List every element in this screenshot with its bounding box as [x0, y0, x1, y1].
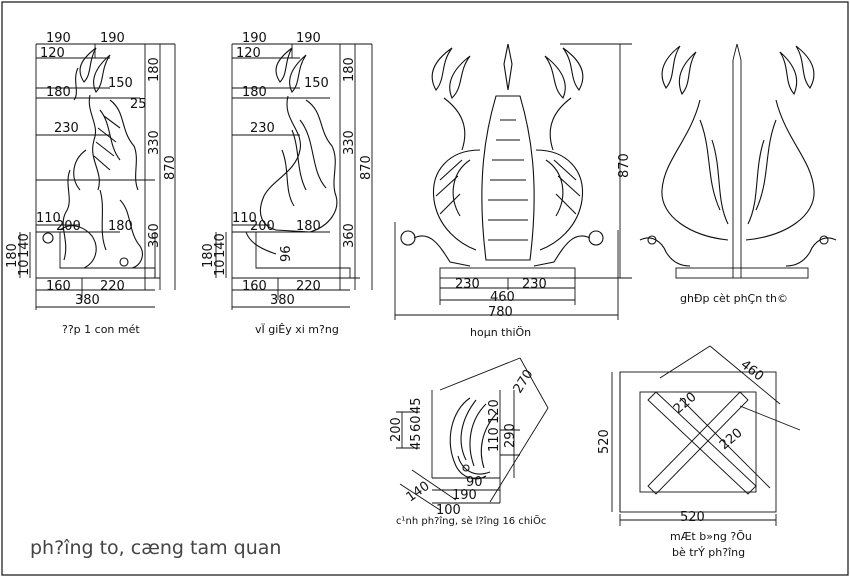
dim-150: 150: [108, 76, 133, 91]
dim-870-vertical: 870: [163, 155, 178, 180]
wing-ornament: [449, 397, 497, 480]
figure-finished-assembly: 870 230 230 460 780 hoµn thiÖn: [394, 43, 632, 339]
caption-fig2: vÏ giÊy xi m?ng: [255, 323, 339, 336]
dim6-520-vertical: 520: [597, 429, 612, 454]
dim-140-vertical: 140: [17, 233, 32, 258]
dim2-180-vertical: 180: [342, 57, 357, 82]
dim2-180-left-vertical: 180: [201, 243, 216, 268]
dim2-200: 200: [250, 219, 275, 234]
dim3-230-right: 230: [522, 277, 547, 292]
dim-220: 220: [100, 279, 125, 294]
dim5-120: 120: [487, 399, 502, 424]
dim-180-inner: 180: [108, 219, 133, 234]
dim5-200: 200: [389, 417, 404, 442]
dim5-100: 100: [436, 503, 461, 518]
caption-fig5: c¹nh ph?îng, sè l?îng 16 chiÕc: [396, 514, 546, 527]
phoenix-ornament-1: [42, 47, 143, 269]
dim2-160: 160: [242, 279, 267, 294]
dim-120: 120: [40, 46, 65, 61]
dim2-220: 220: [296, 279, 321, 294]
dim-110: 110: [36, 211, 61, 226]
dim-190-left: 190: [46, 31, 71, 46]
dim-10-vertical: 10: [17, 259, 32, 276]
dim2-190-right: 190: [296, 31, 321, 46]
dim5-45-lower: 45: [409, 433, 424, 450]
figure-plan-layout: 460 220 220 520 520 mÆt b»ng ?Õu bè trÝ …: [597, 345, 801, 559]
drawing-title: ph?îng to, cæng tam quan: [30, 537, 281, 559]
dim5-140: 140: [404, 479, 433, 506]
dim-25: 25: [130, 97, 147, 112]
dim6-520-horizontal: 520: [680, 510, 705, 525]
caption-fig4: ghÐp cèt phÇn th©: [680, 292, 788, 305]
dim6-460: 460: [738, 357, 767, 384]
caption-fig6-line2: bè trÝ ph?îng: [672, 546, 745, 559]
dim2-110: 110: [232, 211, 257, 226]
dim2-180-inner: 180: [296, 219, 321, 234]
dim-190-right: 190: [100, 31, 125, 46]
figure-cement-paper-template: 190 190 120 150 180 180 230 330 870 110 …: [201, 31, 374, 336]
dim5-60: 60: [409, 415, 424, 432]
dim-180-vertical: 180: [147, 57, 162, 82]
dim2-10-vertical: 10: [213, 259, 228, 276]
dim-360-vertical: 360: [147, 223, 162, 248]
caption-fig1: ??p 1 con mét: [62, 323, 140, 336]
dim6-220-right: 220: [717, 426, 746, 453]
caption-fig6-line1: mÆt b»ng ?Õu: [670, 530, 752, 543]
dim-200: 200: [56, 219, 81, 234]
dim5-290: 290: [503, 423, 518, 448]
dim2-96: 96: [279, 245, 294, 262]
dim5-190: 190: [452, 488, 477, 503]
dim5-90: 90: [466, 475, 483, 490]
dim-380: 380: [75, 293, 100, 308]
template-outline: [245, 47, 338, 255]
dim5-270: 270: [511, 367, 537, 396]
dim2-190-left: 190: [242, 31, 267, 46]
dim-330-vertical: 330: [147, 130, 162, 155]
dim5-110: 110: [487, 427, 502, 452]
dim2-120: 120: [236, 46, 261, 61]
figure-single-phoenix: 190 190 120 150 180 180 25 230 330 870 1…: [5, 31, 178, 336]
dim3-460: 460: [490, 290, 515, 305]
dim2-870-vertical: 870: [359, 155, 374, 180]
dim3-870-vertical: 870: [617, 153, 632, 178]
dim2-330-vertical: 330: [342, 130, 357, 155]
dim3-230-left: 230: [455, 277, 480, 292]
assembly-ornament: [400, 43, 604, 267]
dim2-360-vertical: 360: [342, 223, 357, 248]
dim2-180-top: 180: [242, 85, 267, 100]
dim-180-top: 180: [46, 85, 71, 100]
dim2-380: 380: [270, 293, 295, 308]
dim2-140-vertical: 140: [213, 233, 228, 258]
dim5-45-upper: 45: [409, 397, 424, 414]
dim2-230: 230: [250, 121, 275, 136]
dim3-780: 780: [488, 305, 513, 320]
joint-outline: [639, 45, 837, 267]
figure-phoenix-wing: 270 200 45 60 45 120 110 290 90 190 140 …: [389, 357, 549, 527]
dim2-150: 150: [304, 76, 329, 91]
dim-180-left-vertical: 180: [5, 243, 20, 268]
dim-160: 160: [46, 279, 71, 294]
figure-body-frame-joint: ghÐp cèt phÇn th©: [639, 43, 837, 305]
caption-fig3: hoµn thiÖn: [470, 326, 531, 339]
dim-230: 230: [54, 121, 79, 136]
